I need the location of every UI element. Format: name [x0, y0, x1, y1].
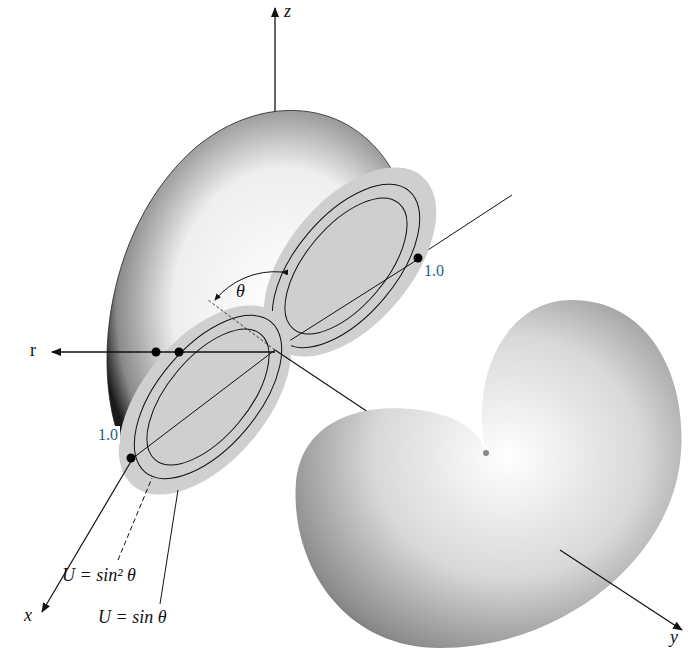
value-label: 1.0 — [424, 262, 444, 280]
axis-label: z — [284, 2, 291, 22]
axis-label: x — [24, 606, 32, 626]
curve-label: U = sin θ — [98, 608, 167, 628]
curve-label: U = sin² θ — [62, 566, 136, 586]
angle-label: θ — [236, 282, 245, 302]
axis-label: y — [670, 628, 678, 648]
value-label: 1.0 — [96, 426, 120, 444]
axis-label: r — [30, 341, 36, 361]
